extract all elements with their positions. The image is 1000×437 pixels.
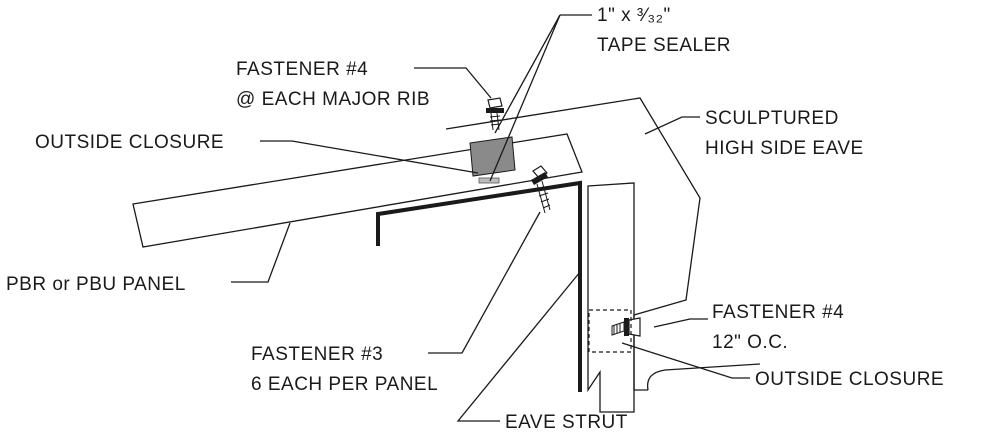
leader-panel	[231, 222, 291, 283]
outside-closure-bottom-label: OUTSIDE CLOSURE	[755, 369, 944, 390]
leader-fastener4-top	[414, 67, 492, 99]
leader-eave-strut	[456, 271, 581, 422]
fastener4-top-label-1: FASTENER #4	[236, 59, 368, 80]
fastener-4-right	[611, 317, 641, 337]
leader-outside-closure-bottom	[621, 342, 750, 379]
fastener-3	[531, 165, 551, 214]
eave-strut	[587, 182, 635, 413]
leader-tape-sealer-2	[494, 14, 561, 134]
fastener4-right-label-2: 12" O.C.	[712, 332, 788, 353]
panel-label: PBR or PBU PANEL	[6, 274, 186, 295]
fastener3-label-2: 6 EACH PER PANEL	[251, 374, 438, 395]
leader-sculptured	[644, 116, 700, 135]
outside-closure-block	[469, 136, 516, 177]
tape-sealer-label: TAPE SEALER	[597, 35, 731, 56]
leader-tape-sealer-3	[489, 14, 561, 182]
fastener3-label-1: FASTENER #3	[251, 344, 383, 365]
fastener-4-top	[486, 97, 504, 131]
outside-closure-top-label: OUTSIDE CLOSURE	[35, 132, 224, 153]
eave-angle	[376, 180, 582, 392]
leader-fastener3	[428, 211, 541, 354]
eave-strut-label: EAVE STRUT	[505, 412, 628, 433]
leader-outside-closure-top	[260, 140, 479, 174]
fastener4-right-label-1: FASTENER #4	[712, 302, 844, 323]
tape-sealer-size-label: 1" x ³⁄₃₂"	[597, 5, 671, 26]
outside-closure-dashed	[588, 309, 632, 353]
fastener4-top-label-2: @ EACH MAJOR RIB	[236, 89, 430, 110]
leader-fastener4-right	[653, 318, 708, 328]
eave-trim-kick	[646, 363, 761, 391]
sculptured-label-2: HIGH SIDE EAVE	[705, 138, 864, 159]
sculptured-label-1: SCULPTURED	[705, 108, 839, 129]
tape-sealer-strip	[478, 177, 500, 184]
roof-panel	[132, 133, 583, 248]
